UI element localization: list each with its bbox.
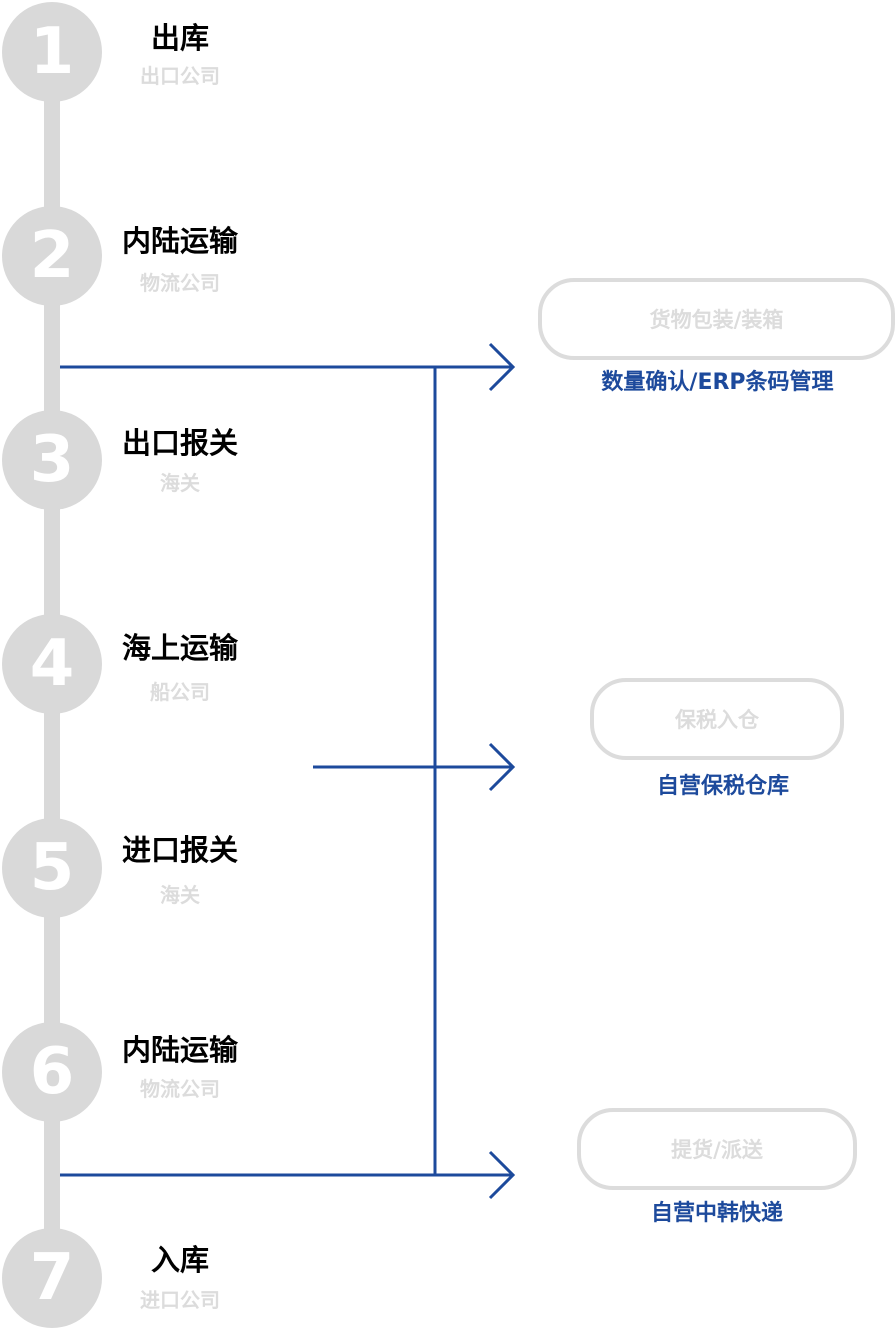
step-number-circle: 4 bbox=[2, 614, 102, 714]
service-box-delivery: 提货/派送 bbox=[577, 1108, 857, 1190]
arrowhead-top bbox=[488, 342, 516, 392]
step-number-circle: 7 bbox=[2, 1228, 102, 1328]
step-subtitle: 海关 bbox=[160, 471, 200, 495]
step-number-circle: 6 bbox=[2, 1022, 102, 1122]
step-title: 海上运输 bbox=[121, 631, 238, 665]
step-subtitle: 进口公司 bbox=[140, 1288, 220, 1312]
service-label-warehouse: 自营保税仓库 bbox=[656, 774, 789, 799]
step-subtitle: 物流公司 bbox=[140, 1077, 220, 1101]
arrowhead-middle bbox=[488, 742, 516, 792]
service-box-bonded-storage: 保税入仓 bbox=[590, 678, 844, 760]
step-number-circle: 1 bbox=[2, 2, 102, 102]
step-subtitle: 出口公司 bbox=[140, 64, 220, 88]
step-title: 入库 bbox=[150, 1243, 209, 1277]
step-subtitle: 海关 bbox=[160, 883, 200, 907]
step-number-circle: 3 bbox=[2, 410, 102, 510]
step-title: 进口报关 bbox=[121, 833, 238, 867]
service-box-packaging: 货物包装/装箱 bbox=[538, 278, 895, 360]
step-title: 内陆运输 bbox=[121, 224, 238, 258]
step-number-circle: 5 bbox=[2, 818, 102, 918]
step-title: 内陆运输 bbox=[121, 1033, 238, 1067]
service-label-erp: 数量确认/ERP条码管理 bbox=[601, 370, 834, 395]
service-label-express: 自营中韩快递 bbox=[650, 1201, 783, 1226]
step-number-circle: 2 bbox=[2, 206, 102, 306]
arrowhead-bottom bbox=[488, 1150, 516, 1200]
step-title: 出口报关 bbox=[121, 426, 238, 460]
step-title: 出库 bbox=[150, 21, 209, 55]
step-subtitle: 物流公司 bbox=[140, 271, 220, 295]
step-subtitle: 船公司 bbox=[150, 680, 210, 704]
